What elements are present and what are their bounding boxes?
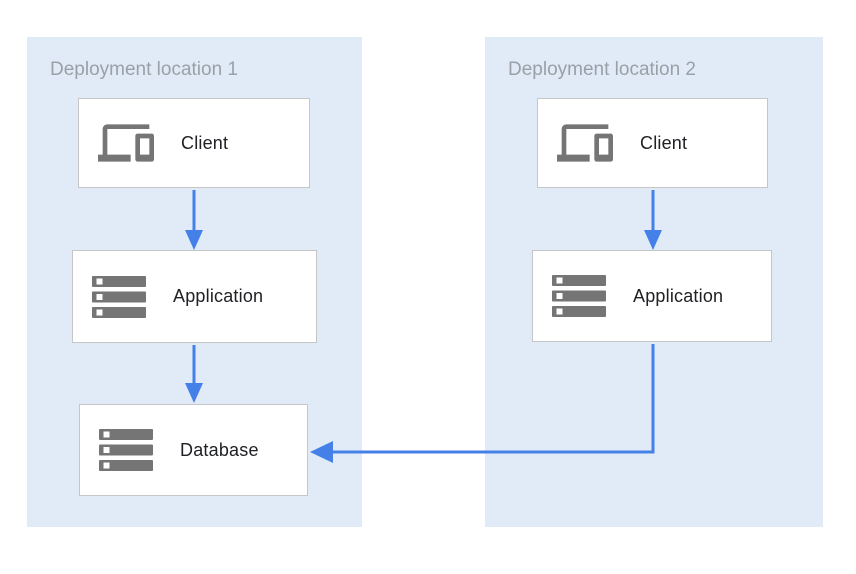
node-label: Application (633, 285, 724, 306)
database-node: Database (79, 404, 308, 496)
server-stack-icon (552, 275, 606, 317)
node-label: Application (173, 286, 264, 306)
node-label: Database (180, 439, 259, 460)
devices-icon (557, 115, 613, 171)
devices-icon (98, 115, 154, 171)
deployment-location-1-panel: Deployment location 1 Client A (27, 37, 362, 527)
server-stack-icon (92, 275, 146, 318)
client-node-1: Client (78, 98, 310, 188)
server-stack-icon (99, 429, 153, 471)
node-label: Client (181, 132, 229, 153)
application-node-2: Application (532, 250, 772, 342)
node-label: Client (640, 132, 688, 153)
application-node-1: Application (72, 250, 317, 343)
panel-1-label: Deployment location 1 (50, 59, 238, 80)
panel-2-label: Deployment location 2 (508, 59, 696, 80)
deployment-location-2-panel: Deployment location 2 Client A (485, 37, 823, 527)
client-node-2: Client (537, 98, 768, 188)
